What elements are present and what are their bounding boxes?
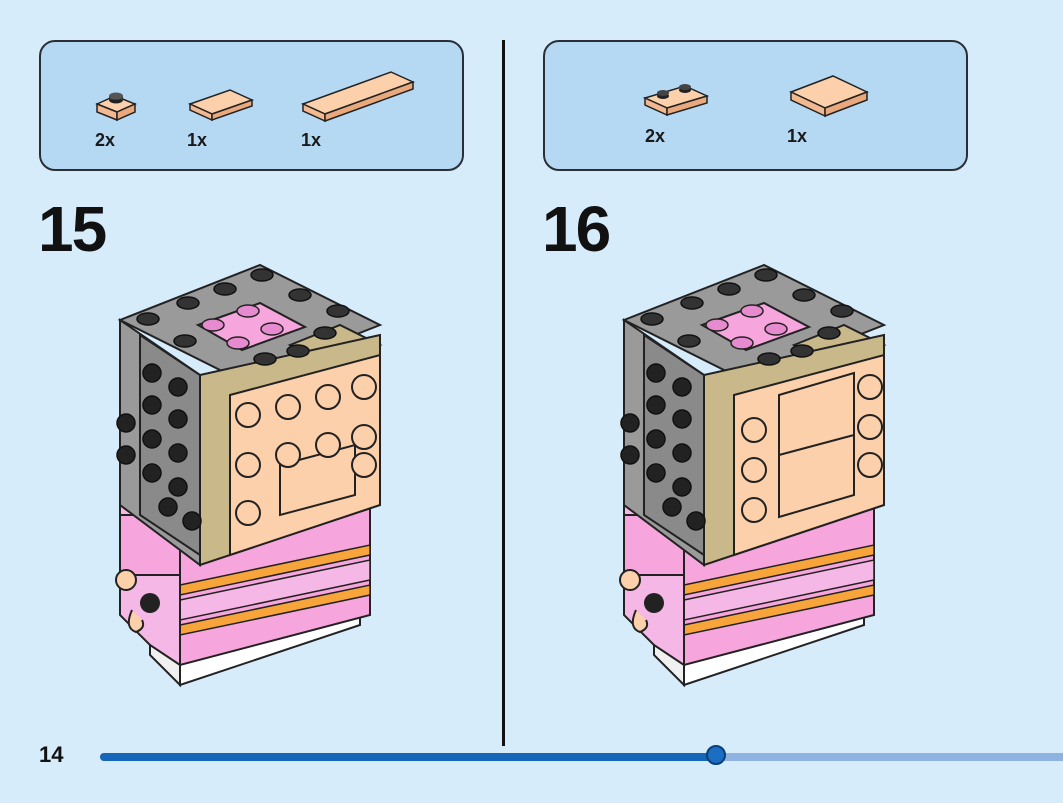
page-number: 14	[39, 742, 64, 767]
part-quantity: 1x	[187, 130, 208, 150]
plate-1x2-icon	[641, 78, 711, 118]
page-progress-fill	[100, 753, 716, 761]
model-illustration-step-15	[110, 255, 400, 700]
page-progress-bar	[100, 745, 1063, 765]
part-quantity: 1x	[787, 126, 808, 146]
tile-1x4-icon	[299, 64, 419, 126]
part-quantity: 2x	[645, 126, 666, 146]
model-illustration-step-16	[614, 255, 904, 700]
tile-1x2-icon	[186, 84, 256, 124]
part-quantity: 2x	[95, 130, 116, 150]
parts-list-step-16: 2x 1x	[543, 40, 968, 171]
round-plate-1x1-icon	[93, 90, 141, 124]
tile-2x2-icon	[787, 68, 873, 126]
part-quantity: 1x	[301, 130, 322, 150]
parts-list-step-15: 2x 1x 1x	[39, 40, 464, 171]
page-progress-knob	[706, 745, 726, 765]
page-divider	[502, 40, 505, 746]
step-number-16: 16	[542, 193, 611, 265]
step-number-15: 15	[38, 193, 107, 265]
